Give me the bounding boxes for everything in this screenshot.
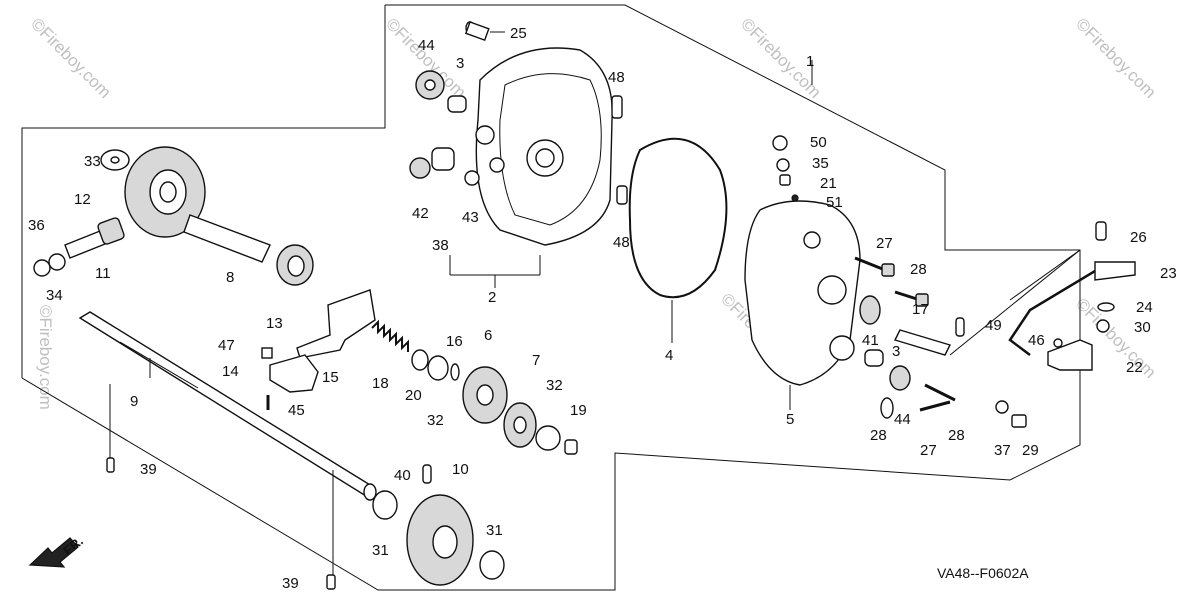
callout: 31 (372, 542, 389, 559)
gear-case-right (744, 200, 861, 386)
watermark: ©Fireboy.com (36, 305, 55, 410)
callout: 48 (613, 234, 630, 251)
callout: 39 (140, 461, 157, 478)
right-hardware (772, 135, 1027, 428)
linkage (1008, 221, 1136, 371)
callout: 37 (994, 442, 1011, 459)
callout: 18 (372, 375, 389, 392)
callout: 33 (84, 153, 101, 170)
callout: 2 (488, 289, 496, 306)
callout: 27 (876, 235, 893, 252)
callout: 28 (870, 427, 887, 444)
shift-parts (261, 289, 376, 410)
callout: 9 (130, 393, 138, 410)
front-direction-arrow: FR. (28, 533, 86, 568)
callout: 49 (985, 317, 1002, 334)
callout: 27 (920, 442, 937, 459)
gear-case-left (464, 21, 613, 246)
callout: 20 (405, 387, 422, 404)
callout: 22 (1126, 359, 1143, 376)
callout: 14 (222, 363, 239, 380)
callout: 47 (218, 337, 235, 354)
callout: 32 (427, 412, 444, 429)
callout: 31 (486, 522, 503, 539)
callout: 6 (484, 327, 492, 344)
callout: 3 (892, 343, 900, 360)
callout: 46 (1028, 332, 1045, 349)
spur-gears (372, 363, 578, 586)
leader-lines (449, 31, 1081, 410)
callout: 13 (266, 315, 283, 332)
callout: 1 (806, 53, 814, 70)
watermark: ©Fireboy.com (27, 14, 115, 102)
callout: 38 (432, 237, 449, 254)
diagram-code: VA48--F0602A (937, 565, 1029, 581)
pins (106, 457, 336, 590)
callout: 17 (912, 301, 929, 318)
callout: 26 (1130, 229, 1147, 246)
pinion-shaft (64, 214, 314, 286)
callout: 3 (456, 55, 464, 72)
callout: 50 (810, 134, 827, 151)
gasket (628, 137, 728, 299)
callout: 12 (74, 191, 91, 208)
callout: 21 (820, 175, 837, 192)
callout: 7 (532, 352, 540, 369)
callout: 36 (28, 217, 45, 234)
main-shaft (78, 311, 377, 575)
callout: 39 (282, 575, 299, 592)
callout: 51 (826, 194, 843, 211)
callout: 35 (812, 155, 829, 172)
callout: 24 (1136, 299, 1153, 316)
callout: 5 (786, 411, 794, 428)
spring (371, 319, 449, 381)
callout: 41 (862, 332, 879, 349)
callout: 15 (322, 369, 339, 386)
callout: 44 (894, 411, 911, 428)
small-parts (33, 70, 628, 277)
callout: 34 (46, 287, 63, 304)
bevel-gear (124, 146, 206, 238)
callout: 30 (1134, 319, 1151, 336)
callout: 8 (226, 269, 234, 286)
callout: 10 (452, 461, 469, 478)
callout: 44 (418, 37, 435, 54)
watermark: ©Fireboy.com (1072, 14, 1160, 102)
callout: 25 (510, 25, 527, 42)
callout: 32 (546, 377, 563, 394)
boundary-outlines (21, 4, 1081, 591)
callout: 23 (1160, 265, 1177, 282)
callout: 11 (95, 265, 111, 282)
callout: 28 (910, 261, 927, 278)
callout: 45 (288, 402, 305, 419)
callout: 43 (462, 209, 479, 226)
callout: 29 (1022, 442, 1039, 459)
callouts: 1 2 3 3 4 5 6 7 8 9 10 11 12 13 14 15 16… (28, 25, 1177, 592)
callout: 48 (608, 69, 625, 86)
callout: 42 (412, 205, 429, 222)
callout: 16 (446, 333, 463, 350)
callout: 19 (570, 402, 587, 419)
callout: 40 (394, 467, 411, 484)
callout: 28 (948, 427, 965, 444)
callout: 4 (665, 347, 673, 364)
